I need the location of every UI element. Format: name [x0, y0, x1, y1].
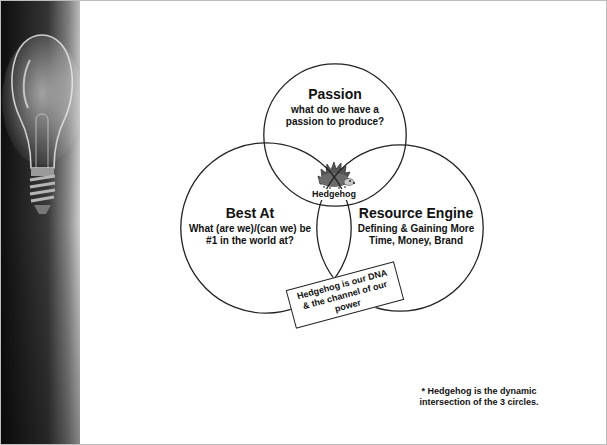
passion-circle: Passionwhat do we have a passion to prod…	[263, 63, 407, 207]
circle-body: What (are we)/(can we) be #1 in the worl…	[188, 223, 312, 247]
circle-heading: Best At	[188, 205, 312, 222]
circle-body: Defining & Gaining More Time, Money, Bra…	[354, 223, 478, 247]
footnote: * Hedgehog is the dynamic intersection o…	[418, 386, 540, 408]
circle-heading: Resource Engine	[354, 205, 478, 222]
callout-box: Hedgehog is our DNA & the channel of our…	[286, 261, 405, 329]
light-bulb	[2, 35, 82, 214]
callout-text: Hedgehog is our DNA & the channel of our…	[293, 267, 398, 324]
hedgehog-label: Hedgehog	[310, 189, 358, 200]
circle-outline	[263, 63, 407, 207]
circle-body: what do we have a passion to produce?	[279, 104, 391, 128]
circle-heading: Passion	[279, 86, 391, 103]
